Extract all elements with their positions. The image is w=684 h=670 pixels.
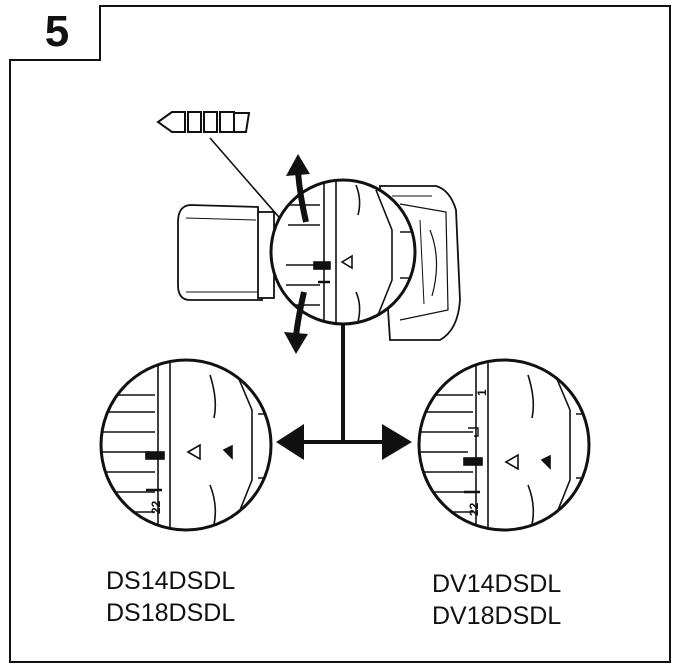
- ring-mark-22-right: 22: [467, 502, 481, 516]
- rotation-arrow-up-icon: [286, 154, 310, 223]
- model-label-dv18: DV18DSDL: [432, 602, 562, 630]
- ring-mark-1-right: 1: [475, 389, 489, 396]
- step-number: 5: [44, 7, 70, 56]
- model-label-dv14: DV14DSDL: [432, 570, 562, 598]
- model-label-ds14: DS14DSDL: [106, 567, 236, 595]
- clutch-detail-left: 22: [99, 358, 273, 532]
- arrow-right-icon: [382, 424, 412, 460]
- model-label-ds18: DS18DSDL: [106, 599, 236, 627]
- drill-mode-icon: [156, 111, 251, 133]
- clutch-detail-right: 1 22: [417, 358, 591, 532]
- arrow-left-icon: [276, 424, 304, 460]
- figure-frame: [9, 5, 671, 663]
- connector-lines: [300, 324, 386, 444]
- drill-chuck: [177, 204, 263, 301]
- rotation-arrow-down-icon: [284, 291, 308, 354]
- ring-mark-22-left: 22: [149, 500, 163, 514]
